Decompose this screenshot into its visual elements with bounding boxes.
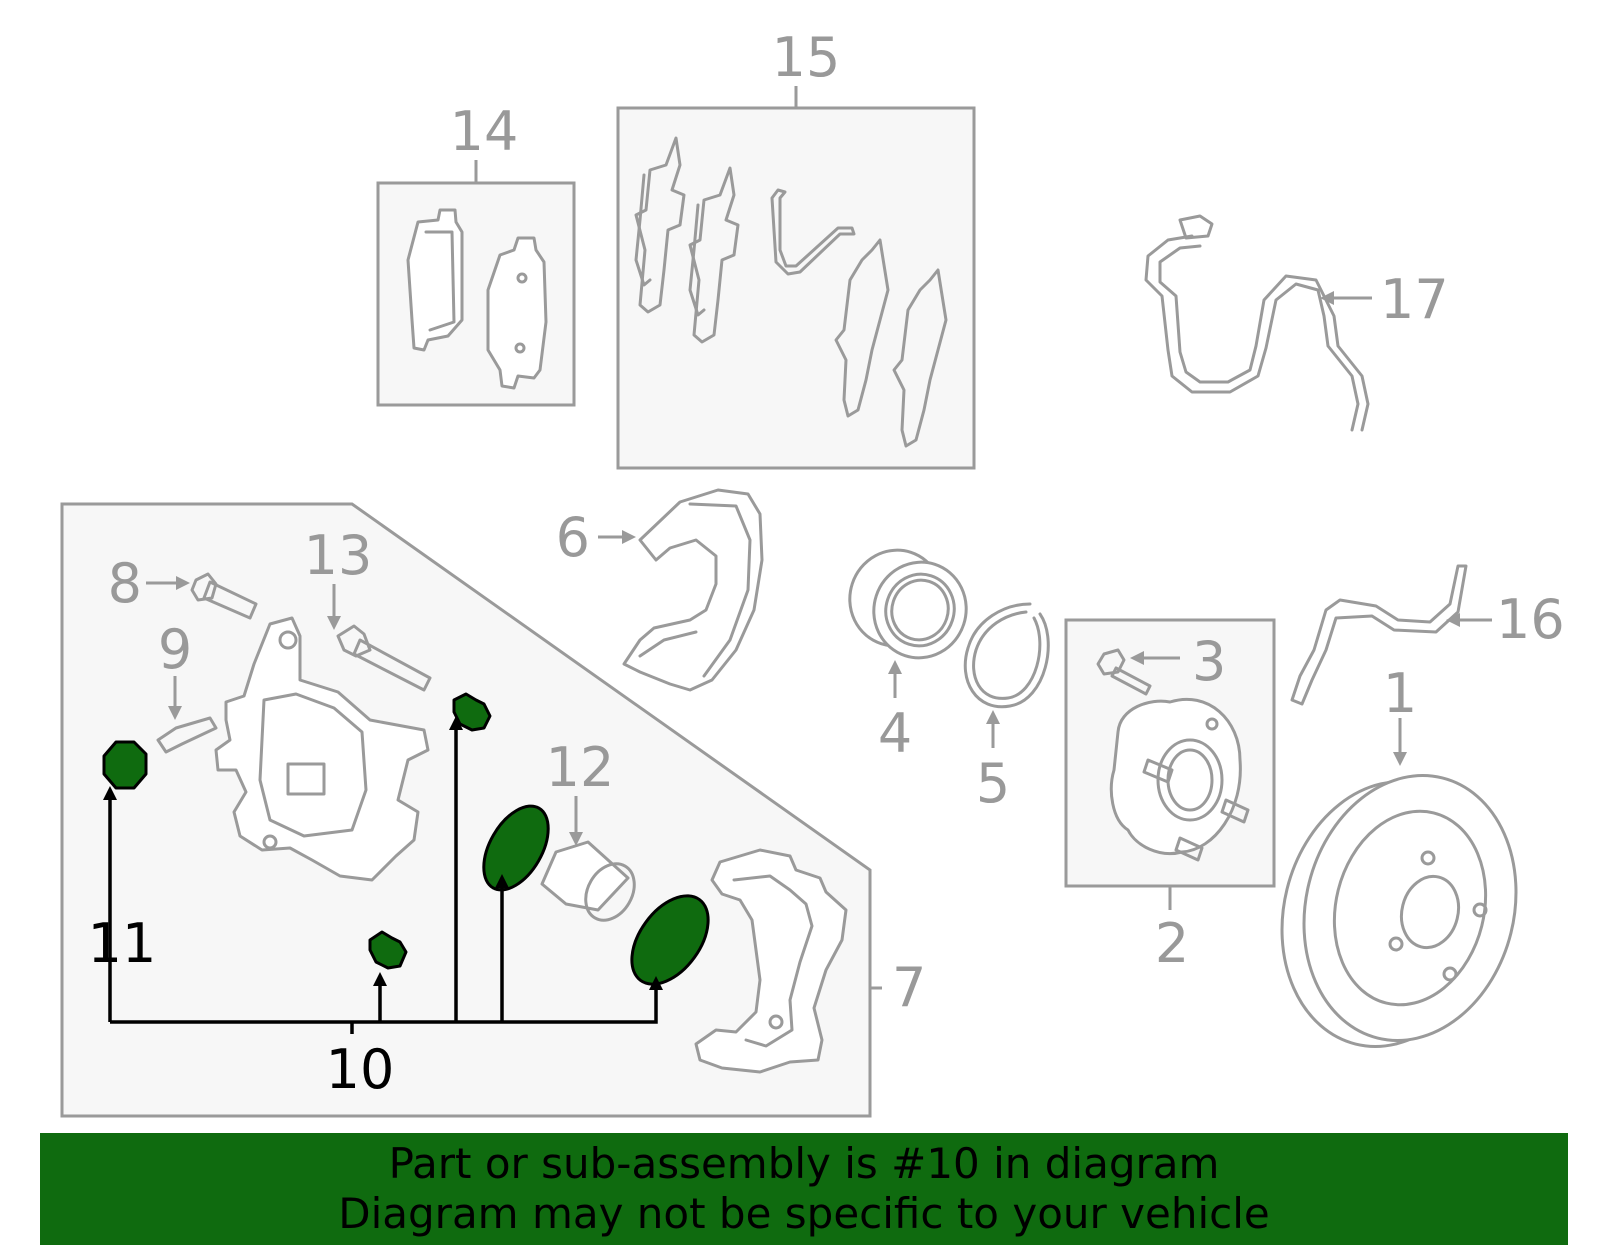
callout-9: 9 xyxy=(158,618,192,681)
callout-7: 7 xyxy=(892,956,926,1019)
dust-shield-6 xyxy=(598,488,764,692)
hub-assembly-2 xyxy=(1064,618,1276,910)
callout-8: 8 xyxy=(108,552,142,615)
callout-13: 13 xyxy=(304,524,373,587)
wheel-bearing-4 xyxy=(848,548,968,698)
callout-16: 16 xyxy=(1496,588,1565,651)
caliper-kit-7 xyxy=(60,502,882,1118)
info-banner: Part or sub-assembly is #10 in diagram D… xyxy=(40,1133,1568,1245)
callout-15: 15 xyxy=(772,26,841,89)
snap-ring-5 xyxy=(963,602,1050,748)
callout-1: 1 xyxy=(1383,662,1417,725)
bracket-16 xyxy=(1290,564,1492,706)
callout-14: 14 xyxy=(450,100,519,163)
pad-kit-14 xyxy=(376,160,576,407)
callout-4: 4 xyxy=(878,702,912,765)
callout-17: 17 xyxy=(1380,268,1449,331)
callout-2: 2 xyxy=(1155,912,1189,975)
callout-10: 10 xyxy=(326,1038,395,1101)
callout-12: 12 xyxy=(546,736,615,799)
callout-11: 11 xyxy=(88,912,157,975)
callout-6: 6 xyxy=(556,506,590,569)
banner-line-1: Part or sub-assembly is #10 in diagram xyxy=(388,1139,1220,1188)
banner-line-2: Diagram may not be specific to your vehi… xyxy=(338,1189,1270,1238)
brake-rotor-1 xyxy=(1280,718,1518,1048)
highlighted-seal-kit-10 xyxy=(102,692,710,986)
hardware-kit-15 xyxy=(616,86,976,470)
abs-sensor-17 xyxy=(1144,214,1372,432)
callout-5: 5 xyxy=(976,752,1010,815)
callout-3: 3 xyxy=(1192,630,1226,693)
